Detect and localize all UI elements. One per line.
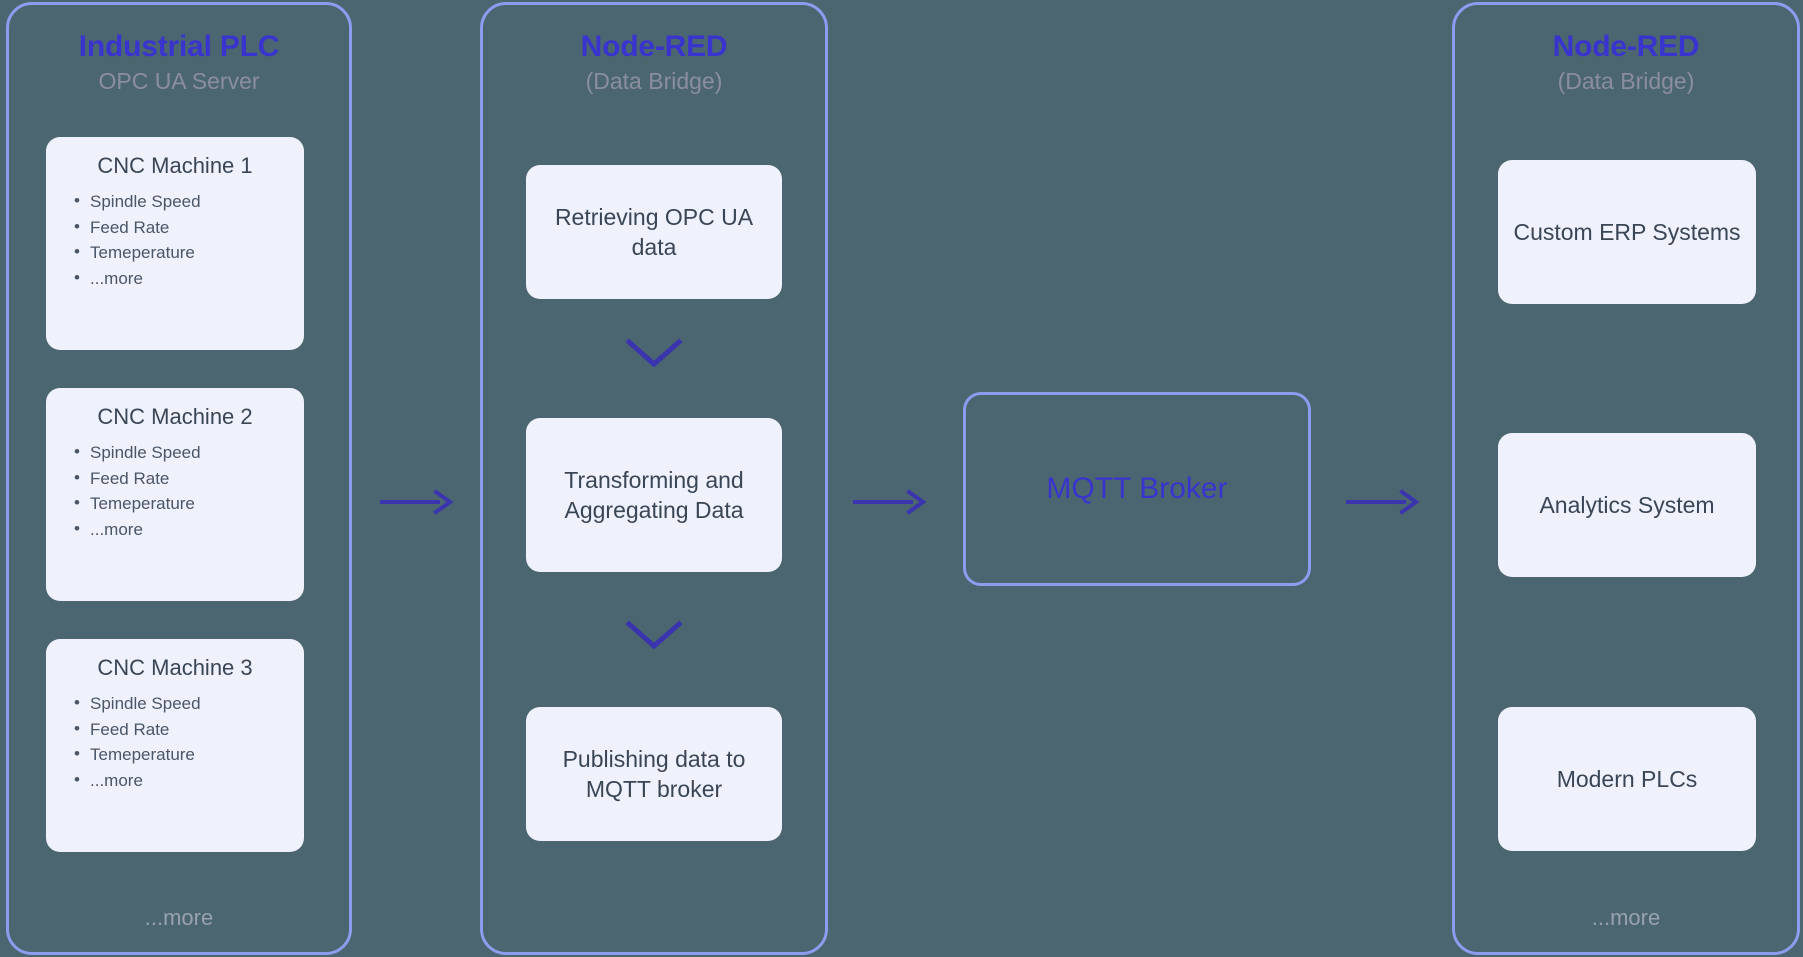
machine-tag-item: Spindle Speed — [74, 439, 304, 466]
process-step-label: Retrieving OPC UA data — [554, 203, 754, 260]
machine-card[interactable]: CNC Machine 3 Spindle Speed Feed Rate Te… — [46, 639, 304, 852]
machine-card[interactable]: CNC Machine 1 Spindle Speed Feed Rate Te… — [46, 137, 304, 350]
panel-industrial-plc — [6, 2, 352, 955]
process-step-card[interactable]: Publishing data to MQTT broker — [526, 707, 782, 841]
machine-card-title: CNC Machine 3 — [97, 655, 253, 680]
chevron-down-icon — [625, 620, 683, 650]
process-step-label: Publishing data to MQTT broker — [562, 745, 746, 802]
panel-consumers — [1452, 2, 1800, 955]
machine-tag-item: Temeperature — [74, 490, 304, 517]
machine-tag-item: Temeperature — [74, 239, 304, 266]
arrow-broker-to-consumers-icon — [1346, 489, 1420, 515]
machine-card[interactable]: CNC Machine 2 Spindle Speed Feed Rate Te… — [46, 388, 304, 601]
consumer-card-label: Modern PLCs — [1556, 765, 1698, 792]
mqtt-broker-box[interactable]: MQTT Broker — [963, 392, 1311, 586]
arrow-plc-to-bridge-icon — [380, 489, 454, 515]
consumer-card[interactable]: Custom ERP Systems — [1498, 160, 1756, 304]
consumer-card[interactable]: Modern PLCs — [1498, 707, 1756, 851]
chevron-down-icon — [625, 338, 683, 368]
machine-card-title: CNC Machine 2 — [97, 404, 253, 429]
machine-tag-list: Spindle Speed Feed Rate Temeperature ...… — [46, 439, 304, 543]
process-step-label: Transforming and Aggregating Data — [564, 466, 744, 523]
machine-tag-list: Spindle Speed Feed Rate Temeperature ...… — [46, 690, 304, 794]
machine-tag-item: ...more — [74, 767, 304, 794]
machine-tag-item: Temeperature — [74, 741, 304, 768]
process-step-card[interactable]: Retrieving OPC UA data — [526, 165, 782, 299]
plc-more-label: ...more — [144, 905, 214, 930]
machine-tag-item: Feed Rate — [74, 465, 304, 492]
consumer-card[interactable]: Analytics System — [1498, 433, 1756, 577]
arrow-bridge-to-broker-icon — [853, 489, 927, 515]
consumer-card-label: Custom ERP Systems — [1513, 218, 1741, 245]
machine-tag-item: Spindle Speed — [74, 690, 304, 717]
mqtt-broker-label: MQTT Broker — [1046, 472, 1228, 505]
machine-tag-item: Feed Rate — [74, 716, 304, 743]
panel-node-red-bridge — [480, 2, 828, 955]
consumers-more-label: ...more — [1591, 905, 1661, 930]
machine-tag-list: Spindle Speed Feed Rate Temeperature ...… — [46, 188, 304, 292]
process-step-card[interactable]: Transforming and Aggregating Data — [526, 418, 782, 572]
machine-tag-item: Feed Rate — [74, 214, 304, 241]
machine-tag-item: ...more — [74, 516, 304, 543]
machine-tag-item: Spindle Speed — [74, 188, 304, 215]
consumer-card-label: Analytics System — [1539, 491, 1715, 518]
machine-card-title: CNC Machine 1 — [97, 153, 253, 178]
machine-tag-item: ...more — [74, 265, 304, 292]
